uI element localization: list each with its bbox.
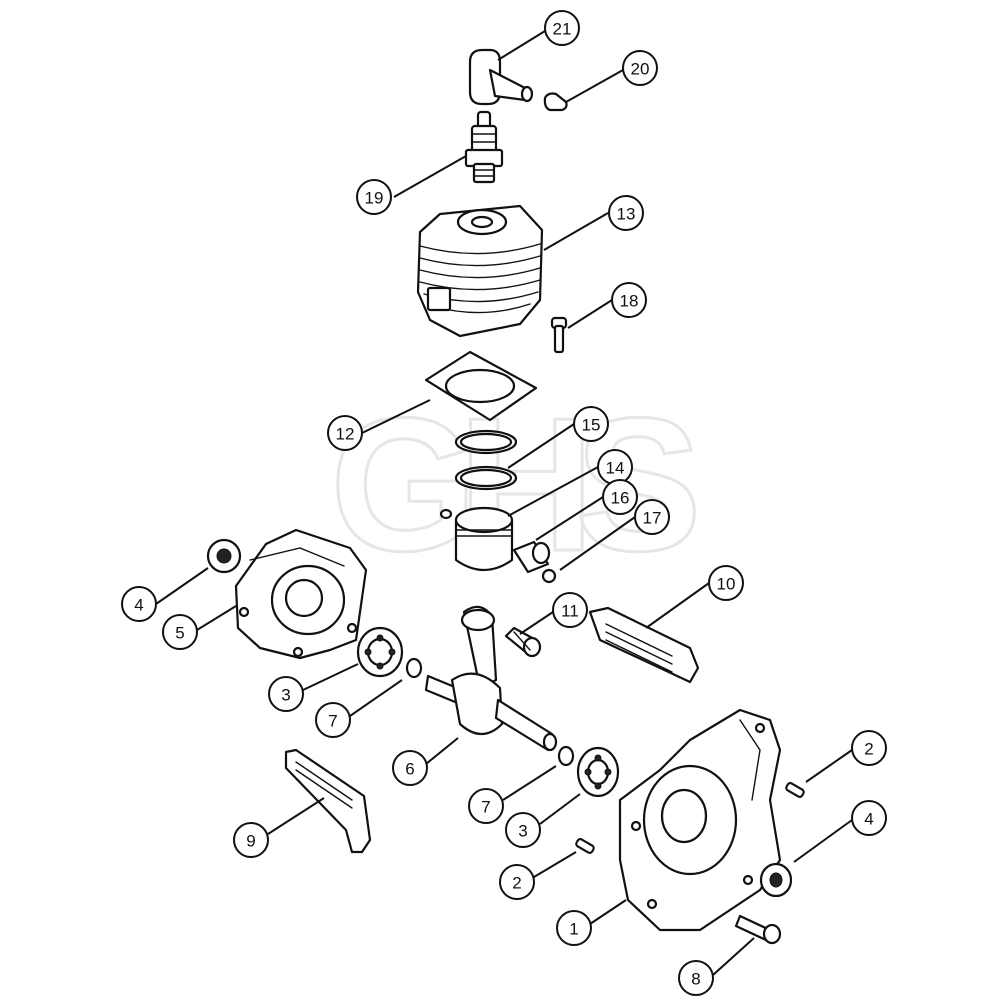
svg-text:2: 2 [512,874,521,893]
callout-11: 11 [552,592,588,628]
callout-5: 5 [162,614,198,650]
callout-3-upper: 3 [268,676,304,712]
crankcase-baffle [588,606,700,684]
svg-text:21: 21 [553,20,572,39]
cylinder-screw [550,316,568,354]
svg-text:9: 9 [246,832,255,851]
oil-seal-right [759,862,793,898]
svg-text:11: 11 [561,602,579,621]
callout-8: 8 [678,960,714,996]
spark-plug-boot [468,48,534,106]
svg-text:14: 14 [606,459,625,478]
cylinder-gasket [424,350,538,422]
svg-text:2: 2 [864,740,873,759]
piston-pin [512,540,551,574]
svg-text:7: 7 [328,712,337,731]
crankcase-screw [734,914,782,945]
dowel-pin-lower [575,838,595,854]
svg-text:15: 15 [582,416,601,435]
piston-rings [454,429,518,491]
piston [439,506,514,571]
callout-15: 15 [573,406,609,442]
leader-lines [155,30,853,976]
callout-4-left: 4 [121,586,157,622]
washer-upper [405,657,423,679]
svg-text:3: 3 [281,686,290,705]
svg-text:5: 5 [175,624,184,643]
svg-text:12: 12 [336,425,355,444]
svg-text:4: 4 [134,596,143,615]
callout-2-lower: 2 [499,864,535,900]
svg-text:7: 7 [481,798,490,817]
callout-2-upper: 2 [851,730,887,766]
cylinder [416,204,544,338]
oil-seal-left [206,538,242,574]
callout-3-lower: 3 [505,812,541,848]
crankshaft [424,605,558,752]
boot-clip [543,92,568,112]
callout-14: 14 [597,449,633,485]
crankcase-right [618,708,782,932]
svg-text:18: 18 [620,292,639,311]
callout-6: 6 [392,750,428,786]
callout-17: 17 [634,499,670,535]
callout-9: 9 [233,822,269,858]
callout-12: 12 [327,415,363,451]
svg-text:19: 19 [365,189,384,208]
svg-text:8: 8 [691,970,700,989]
callout-10: 10 [708,565,744,601]
crankcase-left [234,528,368,660]
svg-text:3: 3 [518,822,527,841]
piston-circlip [541,568,557,584]
svg-text:17: 17 [643,509,662,528]
callout-20: 20 [622,50,658,86]
callout-19: 19 [356,179,392,215]
callout-13: 13 [608,195,644,231]
svg-text:1: 1 [569,920,578,939]
svg-text:20: 20 [631,60,650,79]
svg-text:10: 10 [717,575,736,594]
dowel-pin-upper [785,782,805,798]
baffle-plate [284,748,372,854]
needle-bearing [504,626,542,658]
callout-21: 21 [544,10,580,46]
callout-4-right: 4 [851,800,887,836]
callout-18: 18 [611,282,647,318]
svg-text:13: 13 [617,205,636,224]
washer-lower [557,745,575,767]
spark-plug [464,110,504,184]
svg-text:16: 16 [611,489,630,508]
svg-text:6: 6 [405,760,414,779]
callout-7-upper: 7 [315,702,351,738]
ball-bearing-upper [356,626,404,678]
callout-1: 1 [556,910,592,946]
svg-text:4: 4 [864,810,873,829]
callout-16: 16 [602,479,638,515]
callout-7-lower: 7 [468,788,504,824]
ball-bearing-lower [576,746,620,798]
